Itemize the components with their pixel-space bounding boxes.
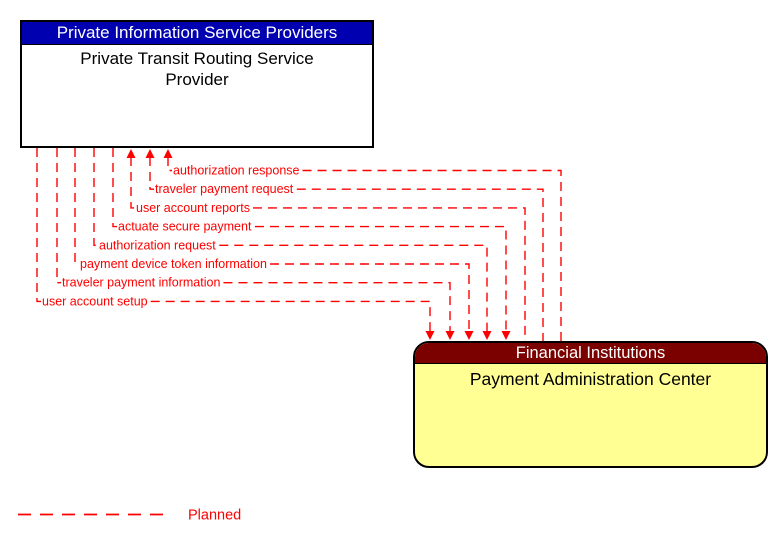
flow-label: user account setup [42, 294, 148, 308]
flow-label: actuate secure payment [118, 220, 252, 234]
node-name-label: Payment Administration Center [469, 369, 712, 389]
arrowhead-down-icon [482, 331, 492, 340]
node-group-label: Financial Institutions [515, 344, 666, 362]
node-body: Private Transit Routing Service Provider [22, 45, 372, 90]
flow-line-right [269, 263, 470, 332]
node-name-label: Private Transit Routing Service Provider [80, 49, 314, 89]
flow-label: traveler payment request [155, 182, 294, 196]
flow-line-left [74, 148, 79, 265]
flow-label: authorization response [173, 164, 300, 178]
node-group-label: Private Information Service Providers [56, 23, 338, 42]
flow-line-left [36, 148, 41, 303]
flow-line-right [296, 188, 544, 341]
node-group-header: Private Information Service Providers [22, 22, 372, 45]
arrowhead-down-icon [501, 331, 511, 340]
flow-label: user account reports [136, 201, 250, 215]
flow-user-account-reports: user account reports [126, 149, 526, 341]
flow-line-right [252, 207, 526, 341]
flow-line-left [112, 148, 117, 228]
flow-line-left [130, 157, 135, 209]
flow-label: payment device token information [80, 257, 267, 271]
arrowhead-up-icon [163, 149, 173, 158]
flow-authorization-request: authorization request [93, 148, 492, 340]
legend-label: Planned [188, 508, 241, 524]
node-body: Payment Administration Center [415, 364, 766, 390]
flow-line-left [167, 157, 172, 172]
node-private-transit-routing-service-provider[interactable]: Private Information Service Providers Pr… [20, 20, 374, 148]
flow-line-right [150, 300, 431, 332]
flow-line-left [149, 157, 154, 190]
flow-actuate-secure-payment: actuate secure payment [112, 148, 511, 340]
flow-line-left [56, 148, 61, 284]
flow-authorization-response: authorization response [163, 149, 562, 341]
flow-payment-device-token-information: payment device token information [74, 148, 474, 340]
node-group-header: Financial Institutions [415, 343, 766, 364]
arrowhead-down-icon [445, 331, 455, 340]
flow-traveler-payment-information: traveler payment information [56, 148, 455, 340]
node-payment-administration-center[interactable]: Financial Institutions Payment Administr… [413, 341, 768, 468]
arrowhead-down-icon [464, 331, 474, 340]
flow-user-account-setup: user account setup [36, 148, 435, 340]
flow-line-right [254, 225, 507, 332]
arrowhead-down-icon [425, 331, 435, 340]
flow-traveler-payment-request: traveler payment request [145, 149, 544, 341]
flow-label: authorization request [99, 238, 216, 252]
flow-line-right [302, 169, 562, 341]
arrowhead-up-icon [126, 149, 136, 158]
arrowhead-up-icon [145, 149, 155, 158]
flow-label: traveler payment information [62, 276, 220, 290]
flow-line-left [93, 148, 98, 246]
flow-line-right [223, 282, 451, 332]
